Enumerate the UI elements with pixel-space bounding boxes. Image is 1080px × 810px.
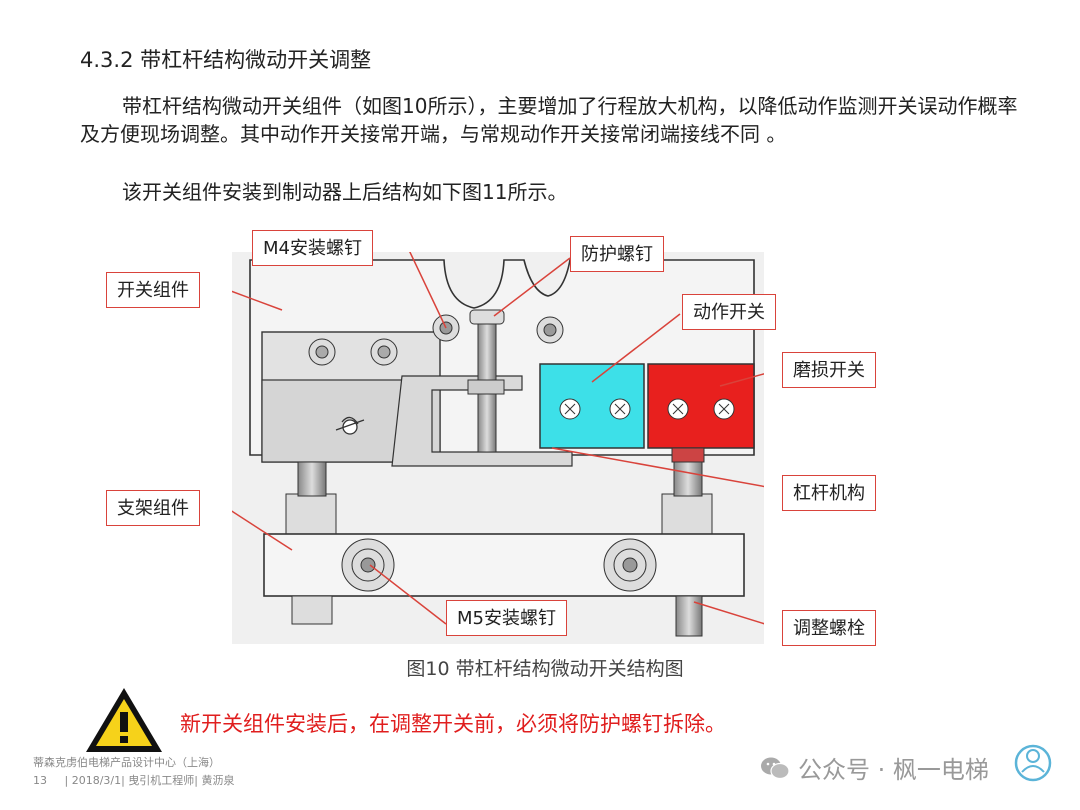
warning-triangle-icon — [86, 688, 162, 752]
watermark-text: 公众号 · 枫一电梯 — [798, 756, 989, 784]
body-paragraph: 带杠杆结构微动开关组件（如图10所示），主要增加了行程放大机构，以降低动作监测开… — [80, 94, 1018, 146]
bracket-bar — [263, 533, 745, 597]
switch-structure-figure — [232, 252, 764, 644]
brand-logo-icon — [1014, 744, 1052, 782]
latch-pin — [335, 416, 365, 435]
callout-guard-screw: 防护螺钉 — [570, 236, 664, 272]
wechat-icon — [761, 757, 790, 779]
mechanism-drawing — [232, 252, 764, 637]
page-number: 13 — [33, 774, 47, 787]
callout-lever: 杠杆机构 — [782, 475, 876, 511]
wechat-watermark: 公众号 · 枫一电梯 — [760, 750, 989, 785]
body-paragraph: 该开关组件安装到制动器上后结构如下图11所示。 — [122, 180, 568, 204]
callout-m4-screw: M4安装螺钉 — [252, 230, 373, 266]
footer-info: | 2018/3/1| 曳引机工程师| 黄沥泉 — [64, 774, 235, 787]
wear-switch-body — [647, 363, 755, 449]
adjust-bolt-thread — [675, 595, 703, 637]
callout-switch-assembly: 开关组件 — [106, 272, 200, 308]
m5-screw — [341, 538, 657, 592]
lower-nut — [291, 595, 333, 625]
m4-screw — [432, 314, 564, 344]
warning-text: 新开关组件安装后，在调整开关前，必须将防护螺钉拆除。 — [180, 712, 726, 736]
footer-meta: 13 | 2018/3/1| 曳引机工程师| 黄沥泉 — [33, 772, 235, 788]
callout-wear-switch: 磨损开关 — [782, 352, 876, 388]
callout-bracket: 支架组件 — [106, 490, 200, 526]
footer-org: 蒂森克虏伯电梯产品设计中心（上海） — [33, 756, 220, 769]
lever-arm — [391, 375, 573, 467]
housing-screw — [308, 338, 398, 366]
section-title: 4.3.2 带杠杆结构微动开关调整 — [80, 48, 372, 72]
callout-action-switch: 动作开关 — [682, 294, 776, 330]
callout-adjust-bolt: 调整螺栓 — [782, 610, 876, 646]
figure-caption: 图10 带杠杆结构微动开关结构图 — [406, 658, 684, 680]
callout-m5-screw: M5安装螺钉 — [446, 600, 567, 636]
leader-lines — [232, 252, 764, 625]
